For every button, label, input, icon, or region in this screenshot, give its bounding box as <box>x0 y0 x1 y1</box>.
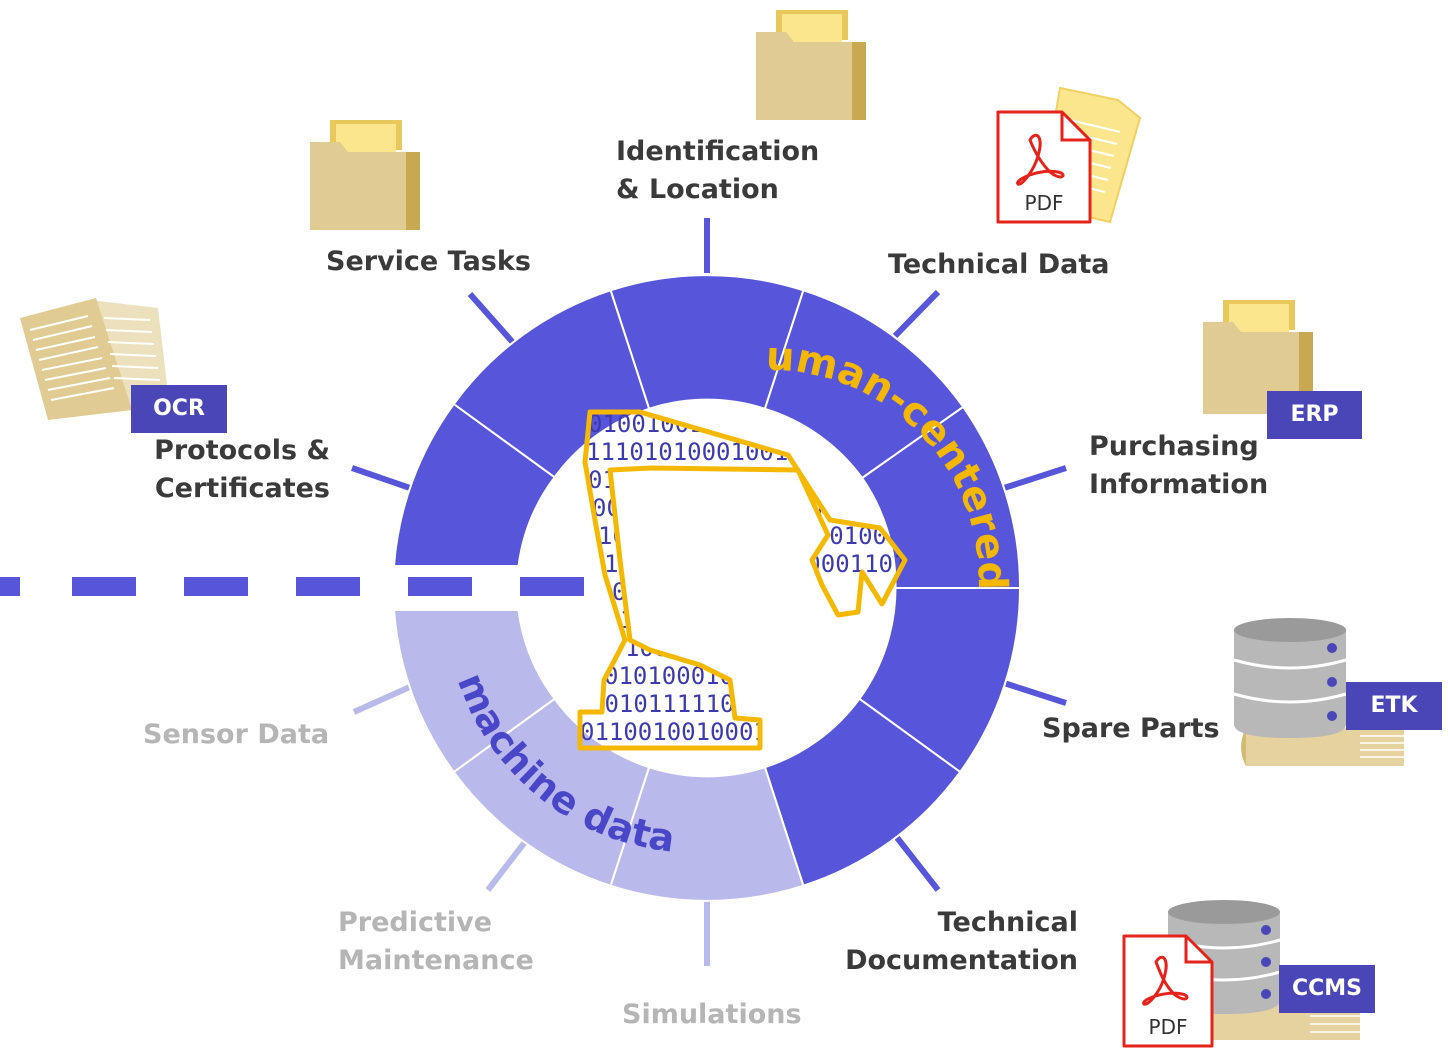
spoke <box>892 289 941 339</box>
tag-ocr: OCR <box>131 385 227 433</box>
label-spare-parts: Spare Parts <box>1042 713 1220 744</box>
spoke <box>351 465 411 491</box>
label-sensor-data: Sensor Data <box>143 719 330 750</box>
spoke <box>892 833 941 892</box>
svg-text:PDF: PDF <box>1149 1015 1188 1039</box>
spoke <box>467 292 519 348</box>
label-simulations: Simulations <box>622 999 802 1030</box>
folder-icon <box>310 120 420 230</box>
documents-icon <box>20 298 170 420</box>
spokes <box>351 218 1067 966</box>
spoke <box>1003 680 1067 706</box>
binary-text-line: 100110011001 <box>620 606 793 634</box>
pdf-document-icon: PDF <box>996 86 1142 224</box>
segment-service-tasks <box>452 289 651 479</box>
spoke <box>485 836 531 892</box>
svg-text:PDF: PDF <box>1025 191 1064 215</box>
spoke <box>1003 465 1067 491</box>
label-purchasing-information: Purchasing Information <box>1089 431 1269 500</box>
tag-erp: ERP <box>1267 391 1362 439</box>
segment-sensor-data <box>392 609 557 774</box>
ring-human-centered <box>392 274 1022 887</box>
database-icon <box>1233 618 1404 766</box>
ring-machine-data <box>392 609 805 902</box>
binary-text-line: 001000100010 <box>612 578 785 606</box>
folder-icon <box>756 10 866 120</box>
label-identification-location: Identification & Location <box>616 136 820 205</box>
spoke <box>352 683 414 715</box>
label-technical-documentation: Technical Documentation <box>845 907 1078 976</box>
label-protocols-certificates: Protocols & Certificates <box>154 435 330 504</box>
label-service-tasks: Service Tasks <box>326 246 531 277</box>
tag-etk: ETK <box>1346 682 1442 730</box>
tag-ccms: CCMS <box>1279 965 1375 1013</box>
label-predictive-maintenance: Predictive Maintenance <box>338 907 534 976</box>
divider-dashed-line <box>0 577 584 596</box>
label-technical-data: Technical Data <box>888 249 1110 280</box>
binary-text-line: 100101001010010 <box>625 634 842 662</box>
pdf-document-icon: PDF <box>1122 934 1214 1048</box>
